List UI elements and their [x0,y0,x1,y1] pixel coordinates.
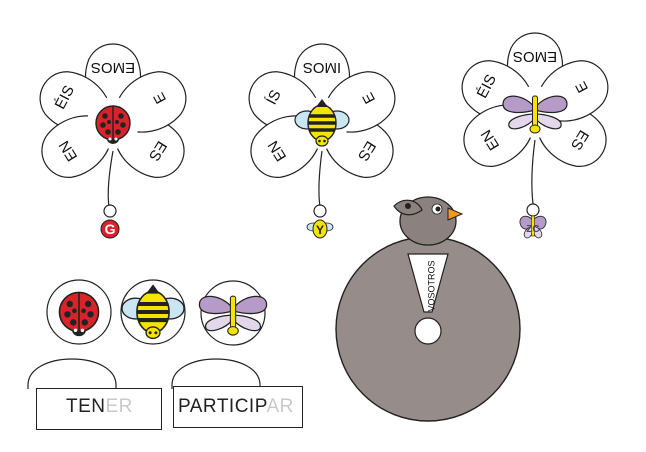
verb-box [173,386,303,428]
token-butterfly[interactable] [198,280,268,346]
bird-icon [393,196,464,246]
flower-bee[interactable]: IMOS ÍS EN ES E Y [238,43,406,239]
card-tab [171,358,261,389]
verb-stem: PARTICIP [178,396,267,417]
flower-ladybug[interactable]: EMOS ÉIS EN ES E G [29,43,197,239]
verb-label: TENER [66,396,133,418]
token-ladybug[interactable] [46,279,112,345]
verb-stem: TEN [66,396,106,417]
pendant-letter: ZC [526,224,539,235]
pendant-ladybug: G [100,204,120,239]
wheel-pointer-label: VOSOTROS [426,260,436,311]
verb-ending: ER [105,396,133,417]
wheel-pointer-window [407,253,449,313]
card-tab [27,358,117,389]
pendant-bee: Y [306,204,334,239]
petal-ending: ÍS [263,87,285,108]
verb-box [36,388,162,430]
pendant-butterfly: ZC [519,203,547,239]
petal-ending: IMOS [303,59,341,76]
pendant-letter: G [105,221,116,237]
wheel-center-hole [414,317,442,345]
petal-ending: EMOS [513,48,557,65]
pronoun-wheel[interactable]: VOSOTROS [335,196,521,422]
flower-butterfly[interactable]: EMOS ÉIS EN ES E ZC [451,32,619,239]
pendant-letter: Y [316,223,324,237]
petal-ending: EMOS [91,59,135,76]
verb-label: PARTICIPAR [178,396,294,418]
token-bee[interactable] [121,279,185,345]
verb-ending: AR [266,396,294,417]
